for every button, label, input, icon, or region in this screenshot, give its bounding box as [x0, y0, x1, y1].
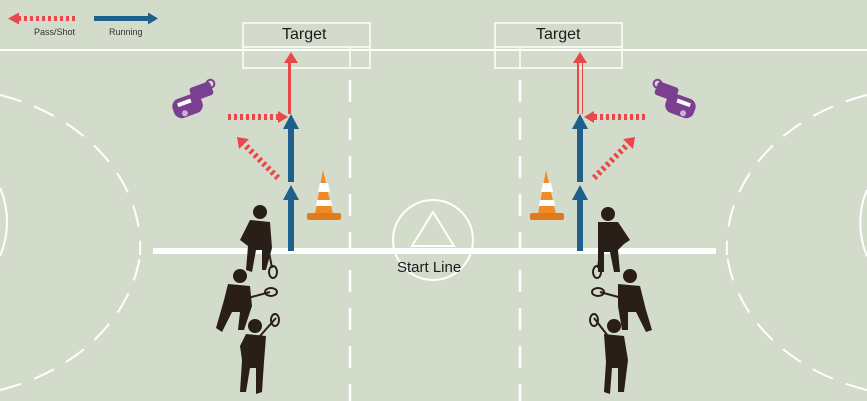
- target-label-left: Target: [282, 26, 326, 44]
- start-line: [153, 248, 716, 254]
- legend-running-label: Running: [109, 27, 143, 37]
- legend-pass-shot-label: Pass/Shot: [34, 27, 75, 37]
- start-line-label: Start Line: [397, 259, 461, 276]
- target-label-right: Target: [536, 26, 580, 44]
